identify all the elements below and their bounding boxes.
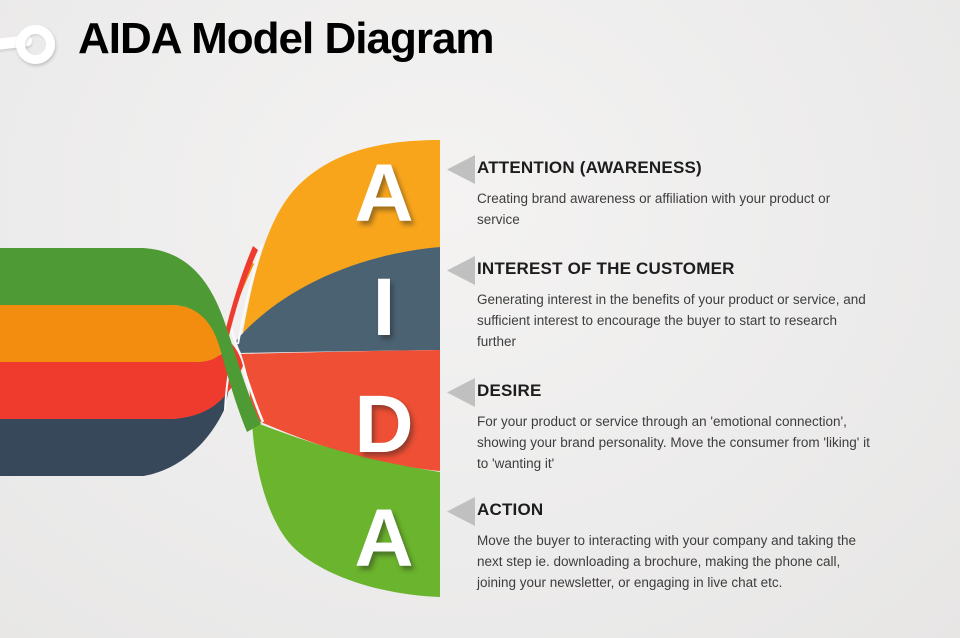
twist-gap-main xyxy=(229,327,265,423)
ribbon-letter-attention: A xyxy=(354,148,414,239)
arrow-left-icon xyxy=(447,155,475,184)
ribbon-action-fan xyxy=(252,421,440,597)
section-interest-heading: INTEREST OF THE CUSTOMER xyxy=(477,259,735,278)
section-action-description: Move the buyer to interacting with your … xyxy=(477,533,856,590)
page-title: AIDA Model Diagram xyxy=(78,14,495,63)
section-interest: INTEREST OF THE CUSTOMER Generating inte… xyxy=(447,256,875,352)
ribbon-orange-left-band xyxy=(0,259,254,362)
section-interest-description: Generating interest in the benefits of y… xyxy=(477,292,866,349)
arrow-left-icon xyxy=(447,497,475,526)
section-attention: ATTENTION (AWARENESS) Creating brand awa… xyxy=(447,155,875,230)
ribbon-red-twist-strip xyxy=(224,246,258,340)
ribbon-letter-action: A xyxy=(354,493,414,584)
section-desire: DESIRE For your product or service throu… xyxy=(447,378,875,474)
section-desire-description: For your product or service through an '… xyxy=(477,414,870,471)
section-action-heading: ACTION xyxy=(477,500,544,519)
section-desire-heading: DESIRE xyxy=(477,381,542,400)
ribbon-letter-desire: D xyxy=(354,379,414,470)
ribbon-green-left-band xyxy=(0,248,261,432)
title-ring-icon xyxy=(16,25,55,64)
section-attention-description: Creating brand awareness or affiliation … xyxy=(477,191,831,227)
twist-gap-upper xyxy=(237,243,263,345)
arrow-left-icon xyxy=(447,256,475,285)
section-action: ACTION Move the buyer to interacting wit… xyxy=(447,497,875,593)
ribbon-interest-fan xyxy=(236,247,440,353)
ribbon-red-left-band xyxy=(0,344,243,419)
section-attention-heading: ATTENTION (AWARENESS) xyxy=(477,158,702,177)
ribbon-letter-interest: I xyxy=(372,262,396,353)
ribbon-dark-left-band xyxy=(0,359,237,476)
arrow-left-icon xyxy=(447,378,475,407)
ribbon-desire-fan xyxy=(241,350,440,471)
